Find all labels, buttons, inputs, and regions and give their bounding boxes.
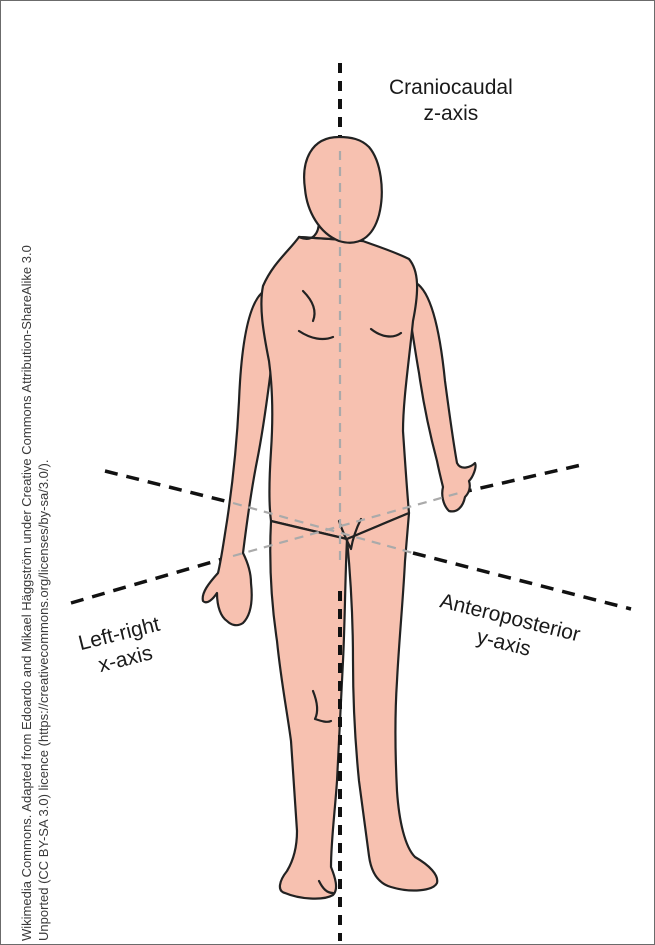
image-credit-line1: Wikimedia Commons. Adapted from Edoardo … [18, 245, 35, 941]
z-axis-symbol: z-axis [389, 101, 513, 127]
left-arm-shape [203, 291, 271, 625]
z-axis-label: Craniocaudal z-axis [389, 75, 513, 127]
image-credit: Wikimedia Commons. Adapted from Edoardo … [18, 245, 52, 941]
x-axis-right-line [459, 465, 581, 493]
y-axis-left-line [105, 471, 233, 503]
z-axis-name: Craniocaudal [389, 75, 513, 101]
right-arm-shape [407, 283, 476, 511]
image-credit-line2: Unported (CC BY-SA 3.0) licence (https:/… [35, 245, 52, 941]
right-leg-shape [347, 513, 437, 890]
left-leg-shape [270, 521, 347, 899]
head-shape [304, 137, 382, 243]
